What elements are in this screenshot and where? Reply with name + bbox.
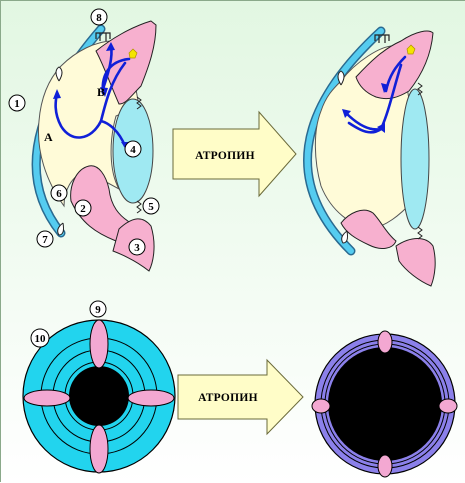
label-8: 8 xyxy=(91,9,107,25)
muscle-petal-top-after xyxy=(378,331,392,353)
muscle-petal-left-after xyxy=(312,399,330,413)
muscle-petal-right-after xyxy=(439,399,457,413)
muscle-petal-top xyxy=(90,320,108,368)
svg-text:3: 3 xyxy=(134,242,140,254)
label-6: 6 xyxy=(51,185,67,201)
lens-after xyxy=(401,89,429,229)
label-a: А xyxy=(44,130,53,144)
svg-text:2: 2 xyxy=(80,203,86,215)
label-2: 2 xyxy=(75,200,91,216)
label-7: 7 xyxy=(37,231,53,247)
arrow-label-bottom: АТРОПИН xyxy=(198,392,258,404)
label-b: В xyxy=(97,85,105,99)
muscle-petal-bottom-after xyxy=(378,455,392,477)
label-1: 1 xyxy=(9,95,25,111)
pupil xyxy=(69,366,129,426)
label-5: 5 xyxy=(143,198,159,214)
label-4: 4 xyxy=(125,141,141,157)
svg-text:10: 10 xyxy=(35,333,47,345)
svg-text:4: 4 xyxy=(130,144,136,156)
svg-text:6: 6 xyxy=(56,188,62,200)
svg-text:7: 7 xyxy=(42,234,48,246)
arrow-label-top: АТРОПИН xyxy=(195,150,255,162)
muscle-petal-bottom xyxy=(90,425,108,473)
svg-text:8: 8 xyxy=(96,12,102,24)
label-9: 9 xyxy=(90,301,106,317)
muscle-petal-left xyxy=(24,390,70,406)
svg-text:9: 9 xyxy=(95,304,101,316)
muscle-petal-right xyxy=(128,390,174,406)
svg-text:1: 1 xyxy=(14,98,20,110)
label-10: 10 xyxy=(31,329,49,347)
svg-text:5: 5 xyxy=(148,201,154,213)
pupil-dilated xyxy=(328,347,442,461)
label-3: 3 xyxy=(129,239,145,255)
